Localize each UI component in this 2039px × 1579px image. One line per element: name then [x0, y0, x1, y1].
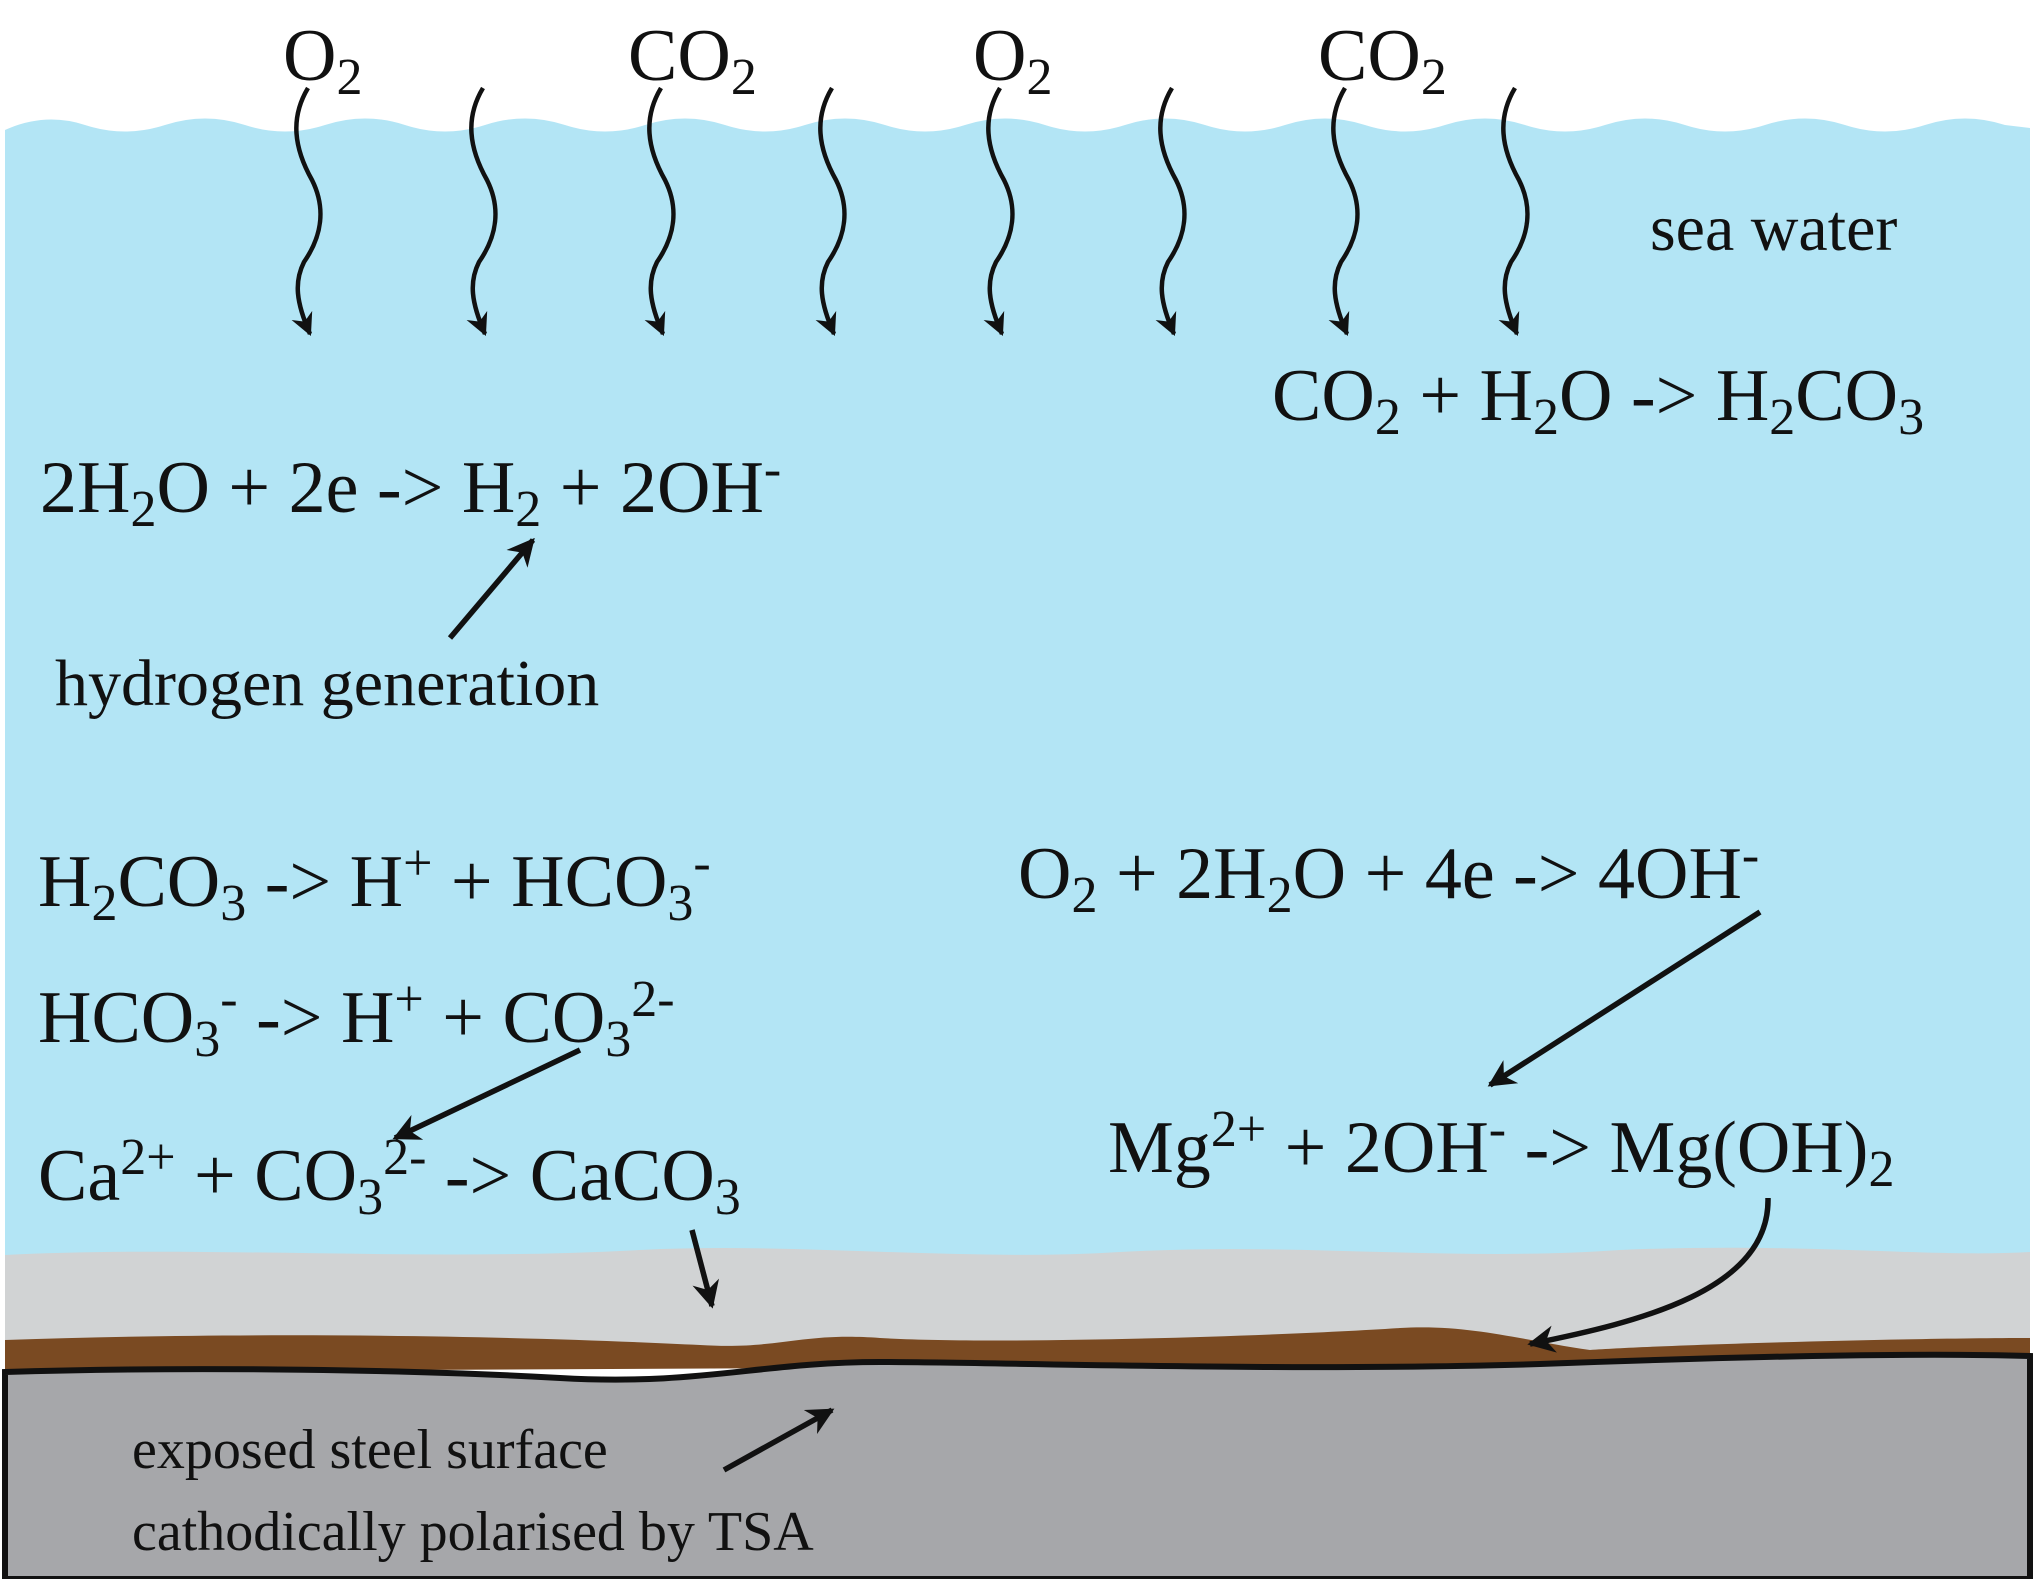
calcareous-deposit-layer	[5, 1247, 2030, 1358]
steel-surface-label-line1: exposed steel surface	[132, 1419, 608, 1481]
steel-surface-arrow	[722, 1407, 835, 1473]
wavy-arrow-7	[1328, 86, 1360, 337]
wavy-arrow-6	[1155, 86, 1187, 337]
steel-substrate	[1, 1351, 2033, 1579]
gas-label-o2-2: O2	[973, 15, 1052, 106]
wavy-arrow-3	[644, 86, 676, 337]
hydrogen-generation-label: hydrogen generation	[55, 647, 599, 720]
hydrogen-generation-arrow	[447, 537, 536, 640]
equation-hydrogen-evolution: 2H2O + 2e -> H2 + 2OH-	[40, 441, 781, 538]
oxygen-to-magnesium-arrow	[1487, 909, 1762, 1088]
equation-carbonic-dissociation: H2CO3 -> H+ + HCO3-	[38, 835, 711, 932]
sea-water-label: sea water	[1650, 192, 1897, 265]
gas-transport-arrows	[291, 86, 1530, 337]
gas-label-co2-1: CO2	[628, 15, 757, 106]
carbonate-to-calcium-arrow	[392, 1047, 582, 1141]
pointer-arrows	[392, 537, 1771, 1473]
mgoh2-deposit-arrow	[1527, 1197, 1771, 1353]
wavy-arrow-1	[291, 86, 323, 337]
gas-label-co2-2: CO2	[1318, 15, 1447, 106]
equation-carbonic-acid: CO2 + H2O -> H2CO3	[1272, 355, 1924, 446]
gas-label-o2-1: O2	[283, 15, 362, 106]
equation-bicarbonate-dissociation: HCO3- -> H+ + CO32-	[38, 971, 675, 1068]
rust-layer	[5, 1327, 2030, 1372]
equation-calcium-carbonate: Ca2+ + CO32- -> CaCO3	[38, 1129, 741, 1226]
equation-magnesium-hydroxide: Mg2+ + 2OH- -> Mg(OH)2	[1108, 1101, 1894, 1198]
steel-surface-label-line2: cathodically polarised by TSA	[132, 1501, 814, 1563]
equation-oxygen-reduction: O2 + 2H2O + 4e -> 4OH-	[1018, 827, 1759, 924]
sea-water-region	[5, 118, 2030, 1260]
wavy-arrow-2	[466, 86, 498, 337]
wavy-arrow-5	[983, 86, 1015, 337]
wavy-arrow-8	[1498, 86, 1530, 337]
caco3-deposit-arrow	[689, 1229, 719, 1309]
wavy-arrow-4	[815, 86, 847, 337]
